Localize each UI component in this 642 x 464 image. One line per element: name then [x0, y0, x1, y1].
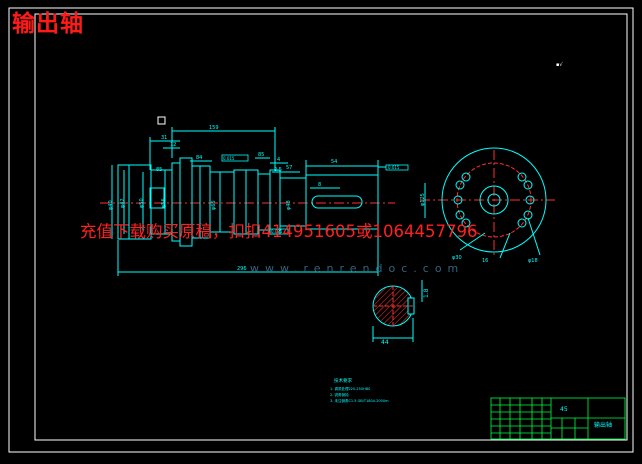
dim-text: 31 — [161, 135, 167, 141]
flange-end-view — [420, 147, 555, 259]
material-text: 45 — [560, 406, 568, 413]
dim-text: 85 — [156, 167, 162, 173]
bore-circle — [487, 193, 501, 207]
tech-notes-title: 技术要求 — [334, 377, 352, 384]
dim-text: 159 — [209, 125, 219, 131]
section-view — [372, 280, 423, 342]
hub-circle — [479, 185, 509, 215]
drawing-name-text: 输出轴 — [594, 421, 612, 429]
tol-text: 0.015 — [388, 165, 400, 170]
dim-text: φ40 — [108, 200, 114, 210]
dim-text: 44 — [381, 339, 389, 346]
title-block-text: 45 输出轴 — [560, 406, 612, 429]
dim-text: φ50 — [139, 198, 145, 208]
end-view-dimensions: φ125 φ30 16 φ18 — [420, 193, 538, 264]
dim-text: φ18 — [528, 258, 538, 264]
dim-text: 4 — [277, 157, 280, 163]
dim-text: φ56 — [161, 198, 167, 208]
inner-frame — [34, 13, 628, 441]
section-dimensions: 44 1.8 — [381, 288, 430, 346]
title-block — [490, 397, 626, 440]
dim-text: φ125 — [420, 193, 426, 206]
dim-text: φ65 — [211, 200, 217, 210]
tech-note-1: 1. 调质处理220-250HBS — [330, 386, 371, 391]
dim-text: 16 — [482, 258, 488, 264]
outer-frame — [8, 7, 634, 453]
keyway-right — [311, 195, 363, 209]
dim-text: φ42 — [120, 198, 126, 208]
main-view-dimensions: 159 31 12 84 85 4 2.5 57 54 8 296 85 0.0… — [108, 125, 400, 272]
tech-note-2: 2. 锐角倒钝 — [330, 392, 349, 397]
dim-text: φ30 — [452, 255, 462, 261]
dim-text: 57 — [286, 165, 292, 171]
page-title: 输出轴 — [12, 11, 84, 37]
dim-text: 85 — [258, 152, 264, 158]
keyway-left — [149, 187, 165, 209]
technical-requirements: 技术要求 1. 调质处理220-250HBS 2. 锐角倒钝 3. 未注倒角C1… — [330, 377, 389, 403]
tol-text: 0.015 — [223, 156, 235, 161]
dim-text: 8 — [318, 182, 321, 188]
flange-outer-circle — [441, 147, 547, 253]
view-marker — [157, 116, 166, 125]
dim-text: 1.8 — [423, 288, 430, 298]
shaft-main-view — [100, 127, 409, 276]
tolerance-frame-2 — [269, 228, 289, 235]
dim-text: 2.5 — [274, 167, 282, 173]
shaft-seg-11 — [305, 174, 379, 230]
dim-text: 12 — [170, 142, 176, 148]
dim-text: 54 — [331, 159, 337, 165]
bolt-circle — [456, 162, 532, 238]
tech-note-3: 3. 未注倒角C1.5 GB/T1804-2000m — [330, 398, 389, 403]
roughness-mark: ▪√ — [556, 62, 563, 68]
dim-text: 296 — [237, 266, 247, 272]
promo-banner-text: 充值下载购买原稿，扣扣414951605或1064457796 — [80, 222, 478, 241]
dim-text: φ48 — [286, 200, 292, 210]
dim-text: 84 — [196, 155, 202, 161]
watermark-text: www.renrendoc.com — [250, 262, 465, 275]
tol-text: 0.025 — [271, 229, 283, 234]
tolerance-frame-1 — [221, 154, 249, 162]
